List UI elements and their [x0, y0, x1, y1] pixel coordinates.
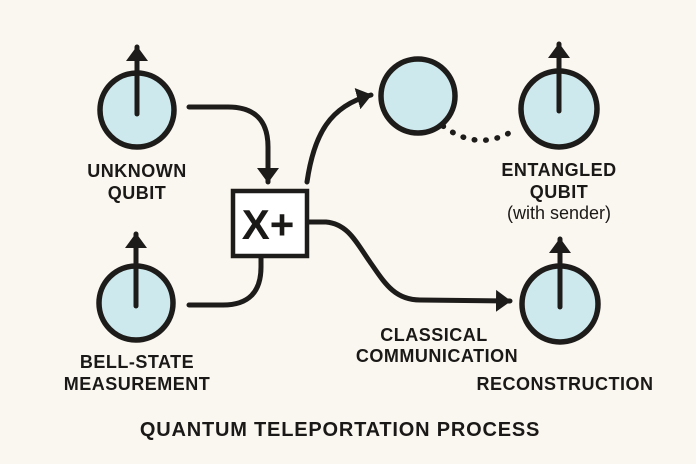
entanglement-dotted-link	[440, 123, 519, 143]
bellstate-label-line2: MEASUREMENT	[64, 374, 211, 394]
entangled-qubit-label-line2: QUBIT	[530, 182, 589, 202]
receiver-qubit-circle	[378, 56, 458, 136]
gate-box	[230, 188, 310, 259]
classical-communication-label-line1: CLASSICAL	[380, 325, 488, 345]
gate-label: X+	[242, 201, 295, 248]
reconstruction-label: RECONSTRUCTION	[477, 374, 654, 394]
entangled-qubit-label-line1: ENTANGLED	[501, 160, 616, 180]
unknown-qubit-label-line2: QUBIT	[108, 183, 167, 203]
diagram-title: QUANTUM TELEPORTATION PROCESS	[140, 419, 540, 441]
classical-communication-label-line2: COMMUNICATION	[356, 346, 518, 366]
connector-unknown-to-gate-arrow	[186, 104, 279, 185]
connector-bellstate-to-gate	[186, 253, 264, 308]
entangled-qubit-label-line3: (with sender)	[507, 203, 611, 223]
connector-gate-to-reconstruction-arrow	[305, 219, 513, 312]
bellstate-label-line1: BELL-STATE	[80, 352, 194, 372]
unknown-qubit-label-line1: UNKNOWN	[87, 161, 187, 181]
connector-gate-to-entangled-arrow	[304, 88, 374, 185]
